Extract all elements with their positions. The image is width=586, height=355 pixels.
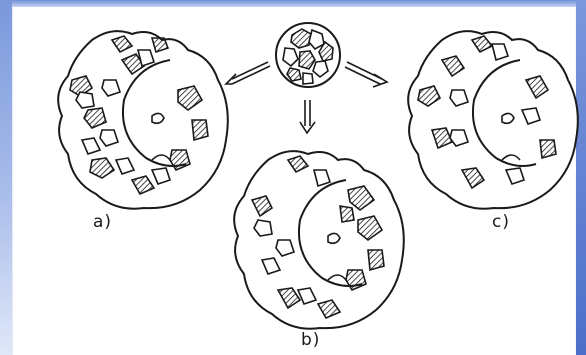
label-c: c) [492, 212, 510, 232]
arrow-to-b [300, 100, 315, 133]
label-b: b) [301, 330, 320, 350]
arrow-to-a [226, 62, 270, 84]
source-cluster [276, 23, 340, 87]
label-a: a) [93, 212, 112, 232]
embryo-a [58, 31, 228, 209]
arrow-to-c [345, 62, 387, 87]
embryo-c [408, 31, 578, 209]
embryo-b [234, 151, 404, 329]
